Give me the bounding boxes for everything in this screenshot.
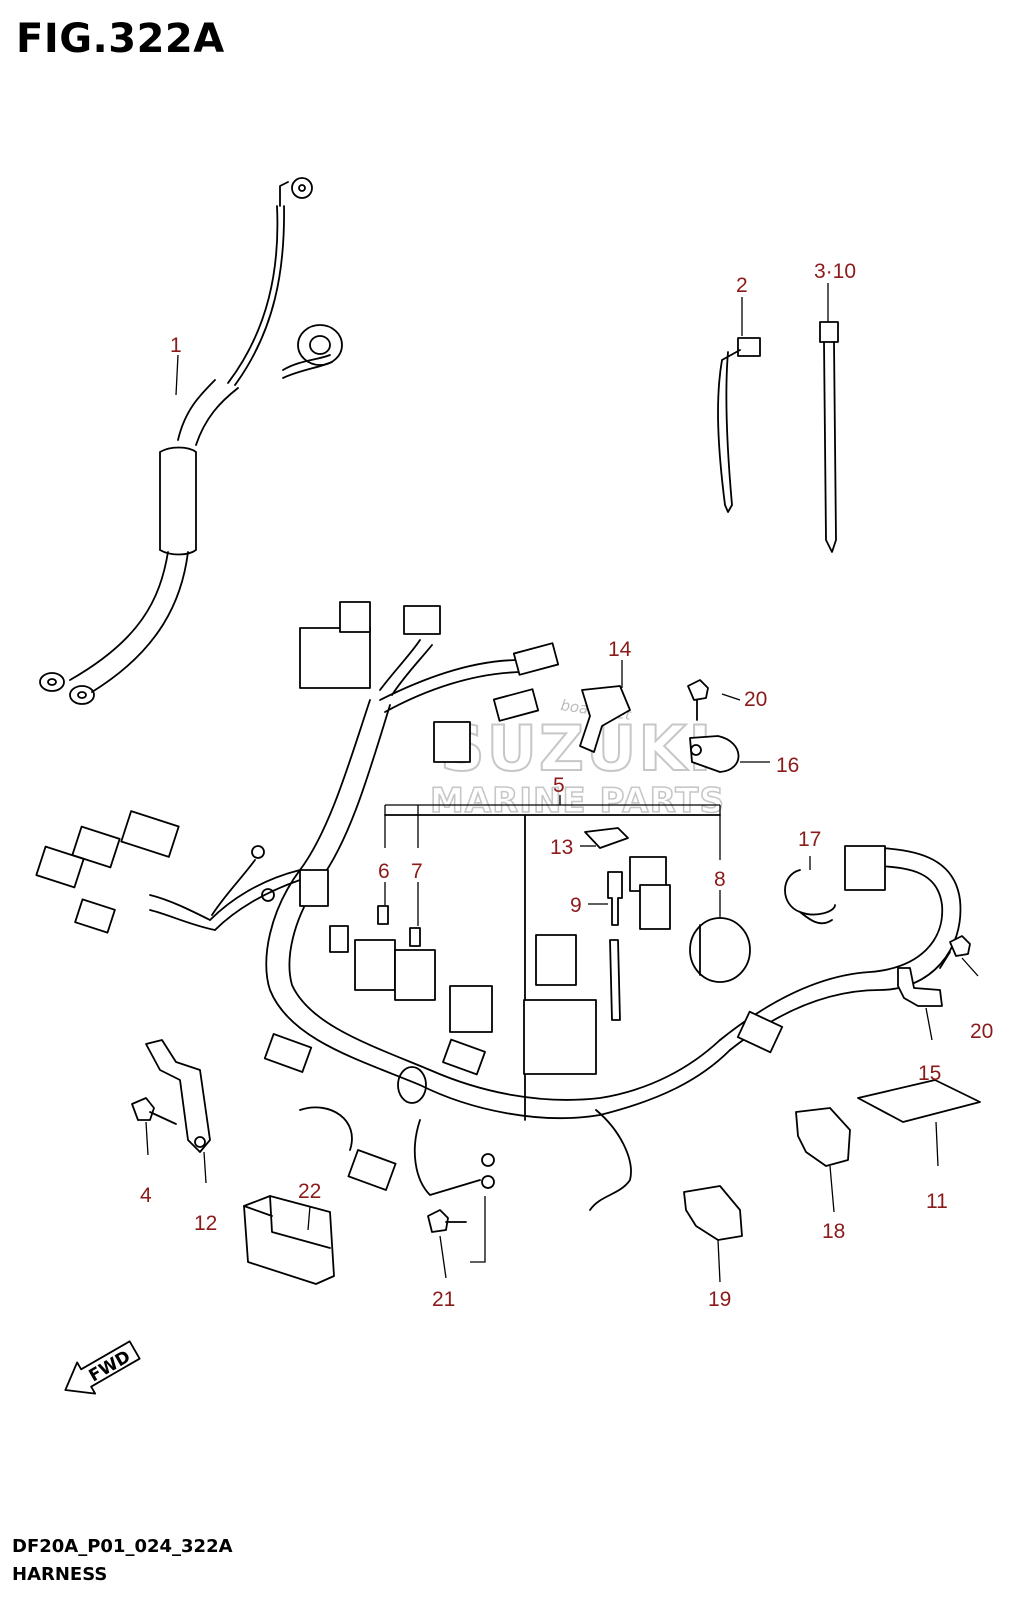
pin-part-9 <box>607 871 623 1021</box>
callout-20-right: 20 <box>970 1020 993 1043</box>
callout-17: 17 <box>798 828 821 851</box>
figure-name: HARNESS <box>12 1564 108 1585</box>
sheet-part-11 <box>857 1079 981 1123</box>
clamp-part-19 <box>683 1185 743 1241</box>
callouts: 1 2 3·10 4 5 6 7 8 9 11 12 13 14 15 16 1… <box>140 260 993 1311</box>
figure-code: DF20A_P01_024_322A <box>12 1536 233 1557</box>
relay-part-13 <box>584 827 671 930</box>
fwd-direction-arrow: FWD <box>64 1340 141 1395</box>
callout-9: 9 <box>570 894 582 917</box>
cable-tie-part-3 <box>819 321 839 553</box>
figure-title: FIG.322A <box>16 16 225 62</box>
clip-part-17 <box>784 869 836 925</box>
callout-8: 8 <box>714 868 726 891</box>
bolt-part-20-right <box>939 935 971 969</box>
watermark-brand: SUZUKI <box>440 712 713 785</box>
callout-18: 18 <box>822 1220 845 1243</box>
callout-6: 6 <box>378 860 390 883</box>
bolt-part-20-top <box>687 679 709 721</box>
clamp-part-14 <box>579 685 631 753</box>
battery-cable-part-1 <box>39 177 343 705</box>
leader-lines <box>145 283 979 1283</box>
bracket-part-16 <box>689 735 740 773</box>
callout-13: 13 <box>550 836 573 859</box>
callout-7: 7 <box>411 860 423 883</box>
callout-19: 19 <box>708 1288 731 1311</box>
callout-1: 1 <box>170 334 182 357</box>
cable-tie-part-2 <box>717 337 761 513</box>
bolt-part-4 <box>131 1097 177 1125</box>
callout-5: 5 <box>553 774 565 797</box>
watermark: boats.net SUZUKI MARINE PARTS <box>429 696 725 822</box>
callout-15: 15 <box>918 1062 941 1085</box>
bracket-part-12 <box>145 1039 211 1153</box>
harness-connectors <box>35 601 886 1211</box>
clamp-part-18 <box>795 1107 851 1167</box>
callout-21: 21 <box>432 1288 455 1311</box>
fuses-part-6-7 <box>377 905 421 947</box>
callout-16: 16 <box>776 754 799 777</box>
callout-2: 2 <box>736 274 748 297</box>
callout-14: 14 <box>608 638 632 661</box>
bolt-part-21 <box>427 1209 467 1233</box>
callout-11: 11 <box>926 1190 948 1213</box>
callout-3-10: 3·10 <box>814 260 856 283</box>
callout-12: 12 <box>194 1212 217 1235</box>
cover-part-22 <box>243 1195 335 1285</box>
callout-20-top: 20 <box>744 688 767 711</box>
bracket-part-15 <box>897 967 943 1007</box>
callout-4: 4 <box>140 1184 152 1207</box>
sensor-part-8 <box>689 917 751 983</box>
callout-22: 22 <box>298 1180 321 1203</box>
